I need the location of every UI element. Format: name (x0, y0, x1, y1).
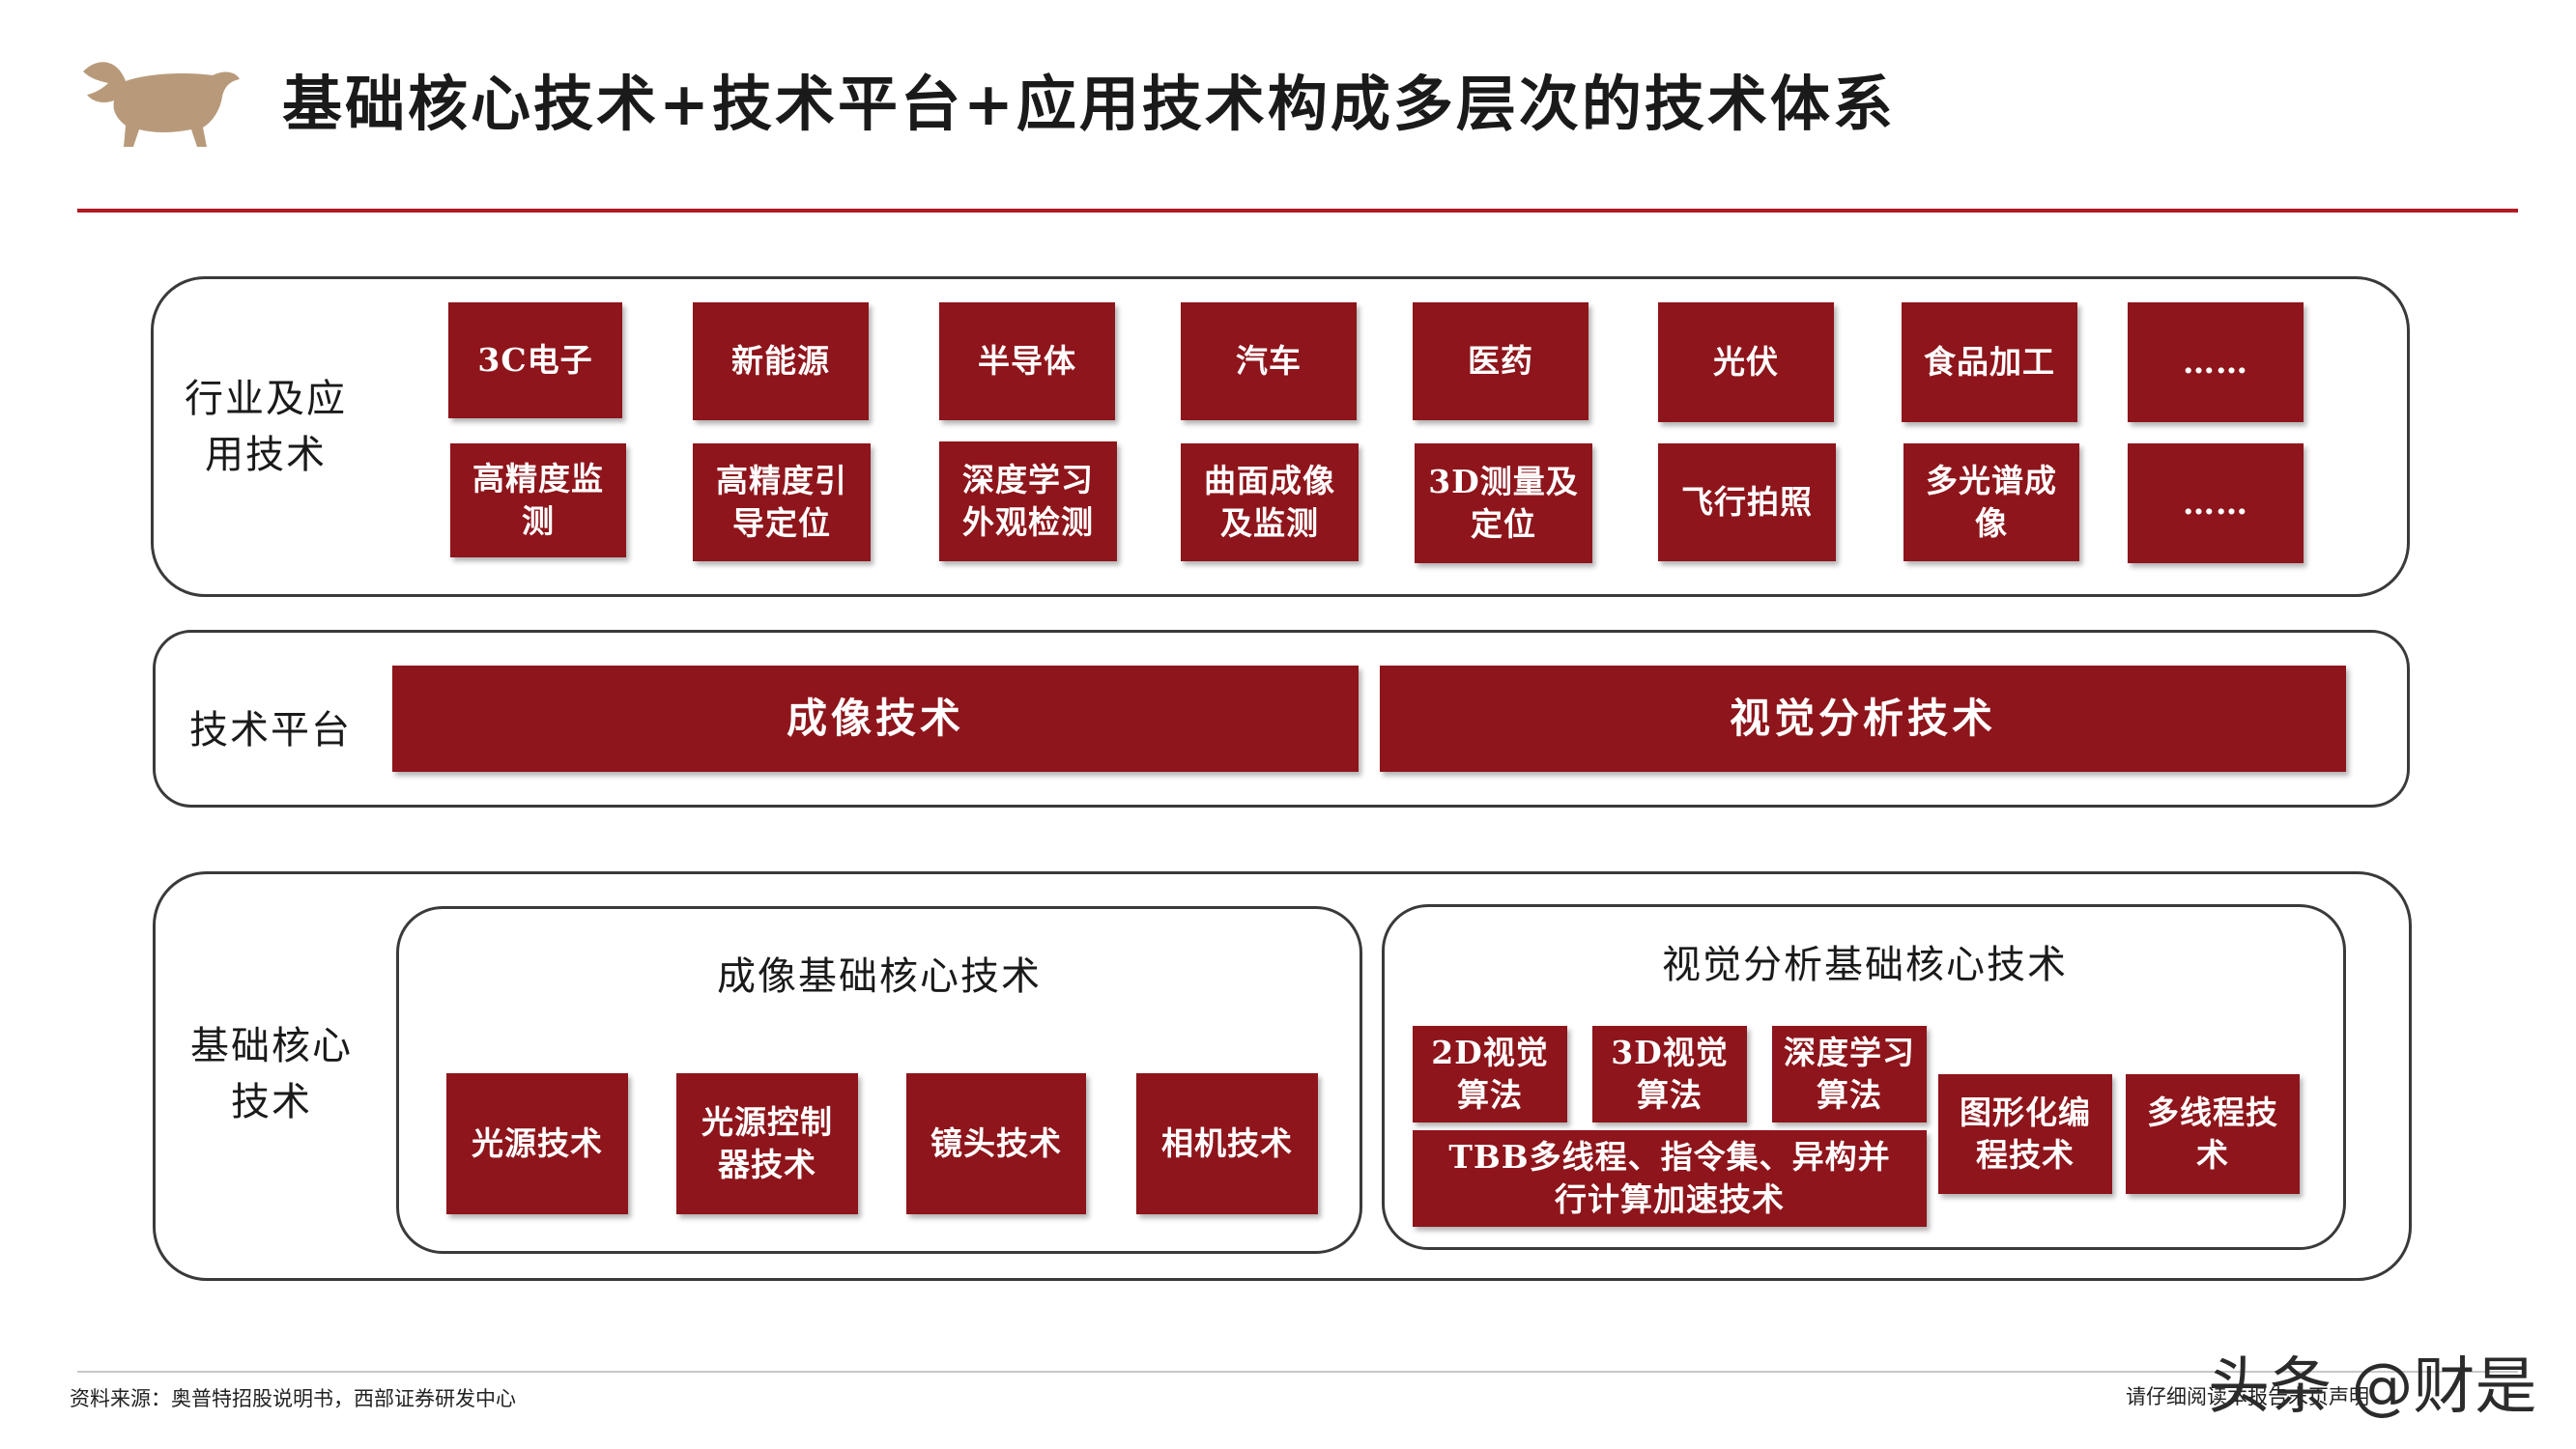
platform-row-label: 技术平台 (189, 708, 352, 753)
industry-box: 3C电子 (448, 302, 622, 418)
industry-row-label: 行业及应用技术 (185, 377, 347, 477)
application-box-label: …… (2183, 484, 2248, 522)
core-row-label: 基础核心技术 (190, 1024, 353, 1124)
application-box-label: 高精度引导定位 (716, 462, 847, 542)
industry-box: 医药 (1413, 302, 1589, 420)
vision-core-box-label: TBB多线程、指令集、异构并行计算加速技术 (1448, 1138, 1891, 1218)
imaging-core-box-label: 光源控制器技术 (701, 1103, 833, 1183)
industry-box: 汽车 (1181, 302, 1357, 420)
imaging-core-box-label: 光源技术 (472, 1124, 603, 1162)
application-box-label: 飞行拍照 (1681, 483, 1813, 521)
header-divider (77, 209, 2518, 213)
industry-box-label: 半导体 (978, 342, 1076, 380)
vision-core-box: 2D视觉算法 (1413, 1026, 1567, 1122)
imaging-core-box: 光源技术 (446, 1073, 628, 1214)
industry-box-label: …… (2183, 343, 2248, 381)
application-box: 3D测量及定位 (1415, 443, 1592, 563)
imaging-core-box: 镜头技术 (906, 1073, 1086, 1214)
vision-core-box: 多线程技术 (2126, 1074, 2300, 1194)
vision-core-box: 深度学习算法 (1772, 1026, 1927, 1122)
industry-box: 半导体 (939, 302, 1115, 420)
industry-box-label: 新能源 (731, 342, 830, 380)
application-box: 深度学习外观检测 (939, 441, 1117, 561)
application-box-label: 高精度监测 (472, 460, 604, 540)
application-box: 飞行拍照 (1658, 443, 1836, 561)
imaging-core-box-label: 镜头技术 (930, 1124, 1062, 1162)
industry-box-label: 食品加工 (1924, 343, 2055, 381)
industry-box: …… (2128, 302, 2304, 422)
source-note: 资料来源：奥普特招股说明书，西部证券研发中心 (70, 1387, 516, 1410)
industry-box: 食品加工 (1902, 302, 2077, 422)
vision-core-box: TBB多线程、指令集、异构并行计算加速技术 (1413, 1130, 1927, 1227)
vision-core-title: 视觉分析基础核心技术 (1662, 943, 2068, 987)
vision-analysis-tech-bar: 视觉分析技术 (1380, 666, 2346, 772)
vision-core-box-label: 多线程技术 (2147, 1094, 2278, 1174)
application-box-label: 深度学习外观检测 (962, 461, 1094, 541)
disclaimer-note: 请仔细阅读本报告末页声明 (2126, 1385, 2369, 1408)
application-box: 高精度监测 (450, 443, 626, 557)
industry-box-label: 医药 (1468, 342, 1533, 380)
application-box: 多光谱成像 (1903, 443, 2079, 561)
vision-analysis-tech-label: 视觉分析技术 (1729, 695, 1996, 742)
application-box: 曲面成像及监测 (1181, 443, 1359, 561)
footer-divider (77, 1371, 2518, 1373)
industry-box-label: 3C电子 (477, 341, 593, 379)
imaging-core-box-label: 相机技术 (1161, 1124, 1293, 1162)
industry-box-label: 汽车 (1236, 342, 1302, 380)
application-box-label: 曲面成像及监测 (1204, 462, 1335, 542)
imaging-tech-bar: 成像技术 (392, 666, 1359, 772)
imaging-core-box: 光源控制器技术 (676, 1073, 858, 1214)
industry-box-label: 光伏 (1713, 343, 1779, 381)
watermark: 头条 @财是 (2208, 1351, 2537, 1423)
vision-core-box: 3D视觉算法 (1592, 1026, 1747, 1122)
application-box-label: 多光谱成像 (1926, 462, 2057, 542)
application-box: 高精度引导定位 (693, 443, 871, 561)
vision-core-box-label: 深度学习算法 (1784, 1034, 1915, 1114)
vision-core-box-label: 图形化编程技术 (1960, 1094, 2091, 1174)
imaging-core-box: 相机技术 (1136, 1073, 1318, 1214)
imaging-core-title: 成像基础核心技术 (717, 954, 1042, 999)
page-title: 基础核心技术+技术平台+应用技术构成多层次的技术体系 (282, 69, 1896, 139)
application-box: …… (2128, 443, 2304, 563)
industry-box: 光伏 (1658, 302, 1834, 422)
application-box-label: 3D测量及定位 (1428, 463, 1579, 543)
vision-core-box-label: 2D视觉算法 (1431, 1034, 1549, 1114)
industry-box: 新能源 (693, 302, 869, 420)
imaging-tech-label: 成像技术 (786, 695, 964, 742)
vision-core-box: 图形化编程技术 (1938, 1074, 2112, 1194)
vision-core-box-label: 3D视觉算法 (1611, 1034, 1729, 1114)
bull-logo-icon (79, 54, 242, 151)
